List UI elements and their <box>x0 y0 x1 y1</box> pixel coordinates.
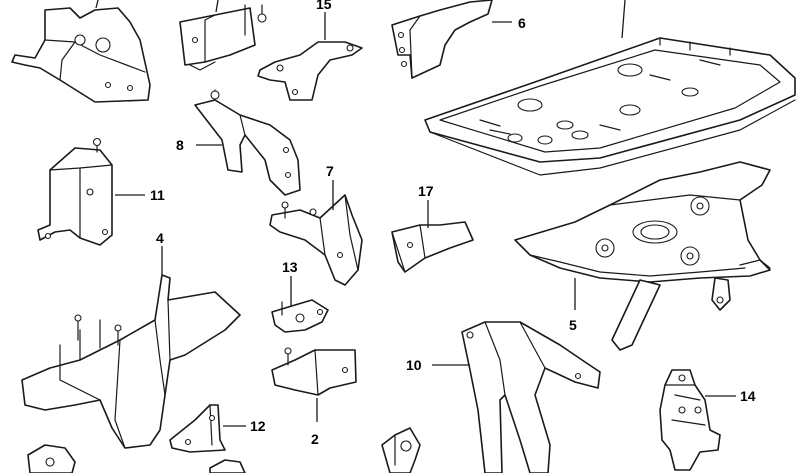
part-top-small-bracket <box>179 0 267 71</box>
part-battery-tray <box>424 0 796 176</box>
part-bottom-clip <box>381 427 421 473</box>
part-17: 17 <box>391 183 474 273</box>
callout-14: 14 <box>740 388 756 404</box>
callout-17: 17 <box>418 183 434 199</box>
callout-2: 2 <box>311 431 319 447</box>
part-8: 8 <box>176 89 301 196</box>
part-7: 7 <box>269 163 363 286</box>
part-14: 14 <box>659 369 756 471</box>
callout-5: 5 <box>569 317 577 333</box>
callout-8: 8 <box>176 137 184 153</box>
part-13: 13 <box>271 259 329 333</box>
callout-7: 7 <box>326 163 334 179</box>
callout-12: 12 <box>250 418 266 434</box>
part-2: 2 <box>271 347 357 447</box>
part-bottom-left-fragment <box>27 444 246 473</box>
callout-10: 10 <box>406 357 422 373</box>
callout-6: 6 <box>518 15 526 31</box>
callout-15: 15 <box>316 0 332 12</box>
part-12: 12 <box>169 404 266 453</box>
callout-11: 11 <box>150 187 165 203</box>
part-11: 11 <box>37 137 165 246</box>
callout-4: 4 <box>156 230 164 246</box>
callout-13: 13 <box>282 259 298 275</box>
part-10: 10 <box>406 321 601 473</box>
part-5: 5 <box>514 161 771 351</box>
part-6: 6 <box>391 0 526 79</box>
part-15: 15 <box>257 0 363 101</box>
part-4: 4 <box>21 230 241 449</box>
part-top-left-bracket <box>11 0 151 103</box>
